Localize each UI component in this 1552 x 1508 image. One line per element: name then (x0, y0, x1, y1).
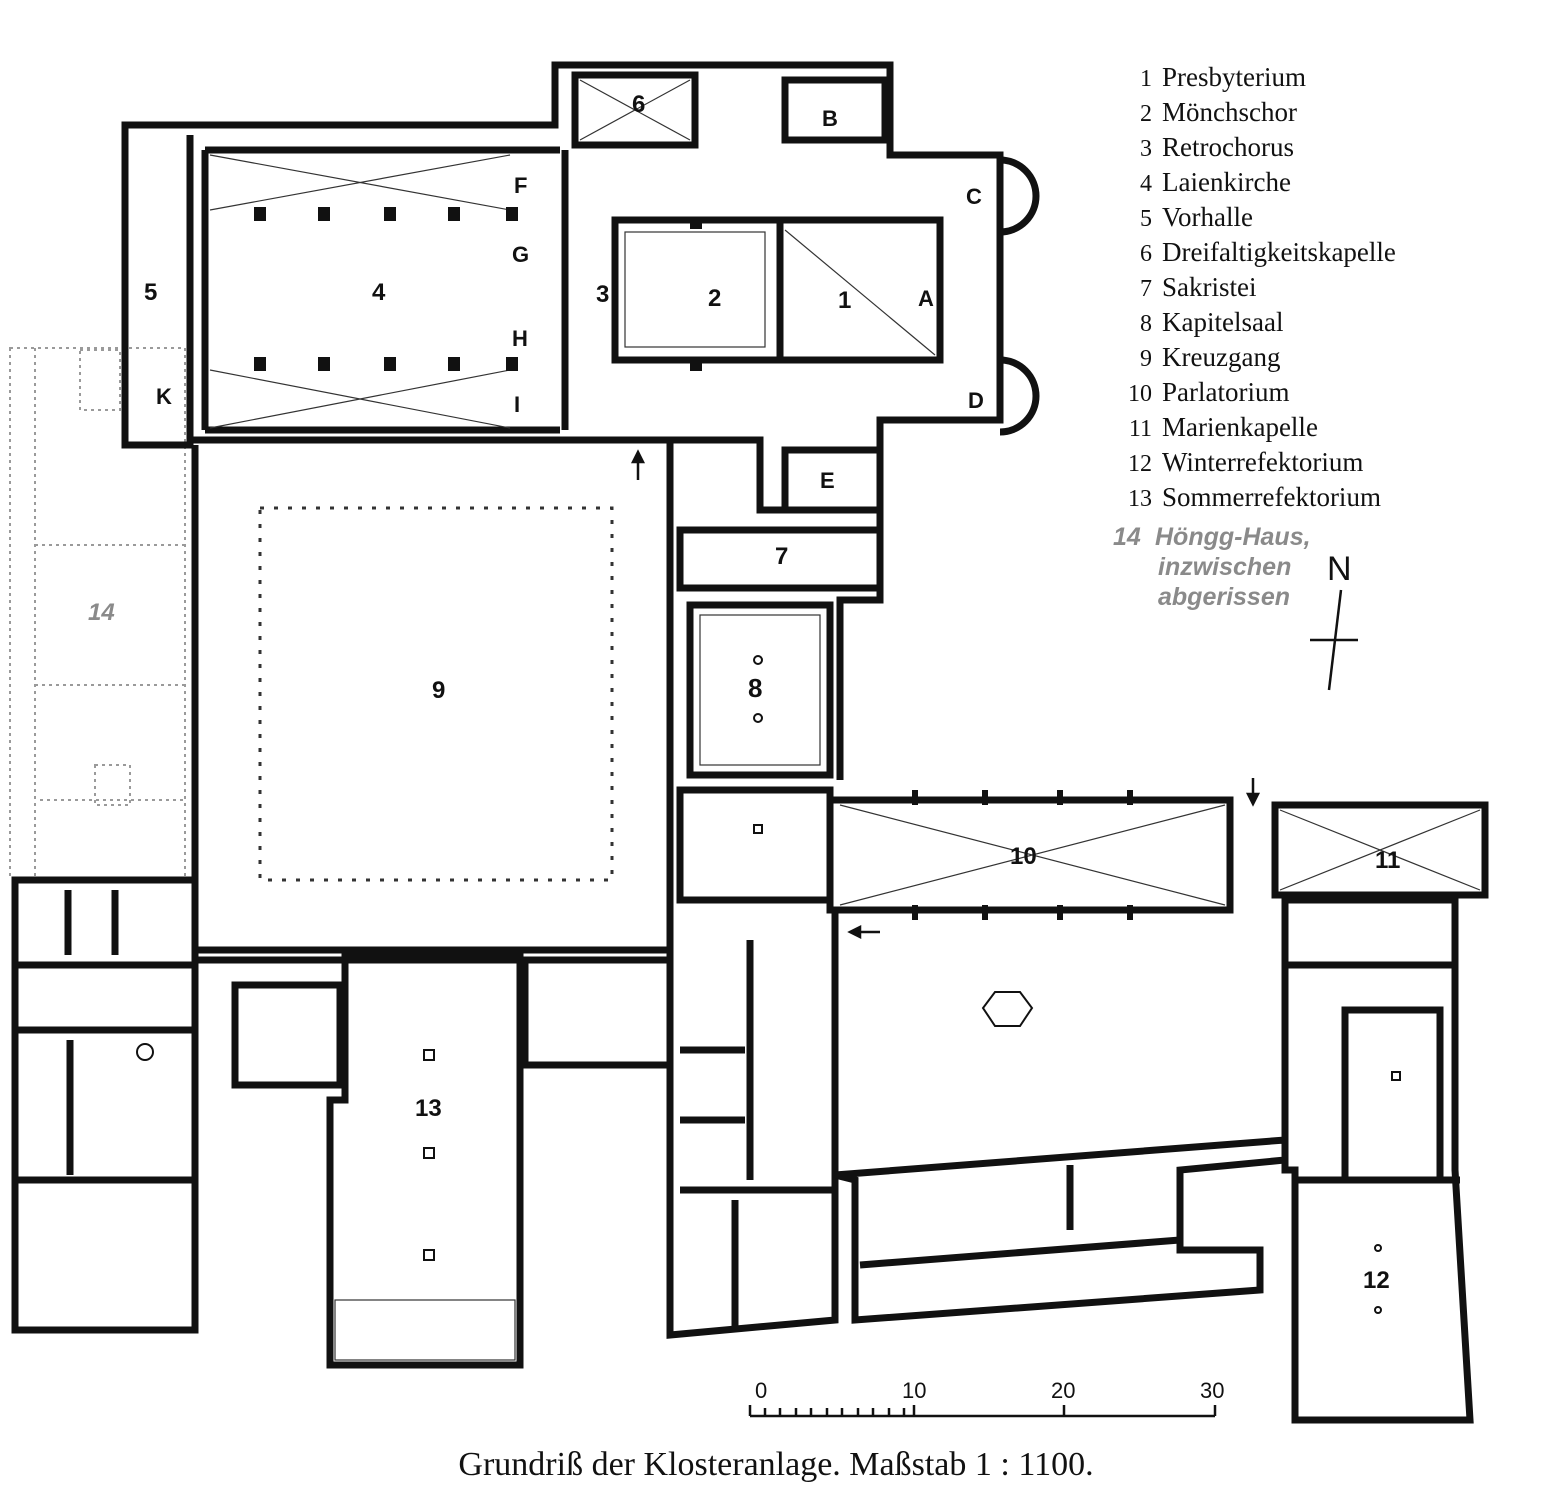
label-K: K (156, 384, 172, 409)
legend-name: Kapitelsaal (1162, 307, 1284, 337)
legend-name: Dreifaltigkeitskapelle (1162, 237, 1396, 267)
north-label: N (1327, 550, 1352, 588)
legend-num: 8 (1140, 311, 1152, 337)
walls (11, 61, 1489, 1424)
label-I: I (514, 392, 520, 417)
label-room-3: 3 (596, 281, 609, 308)
legend-hoengg-num: 14 (1113, 523, 1141, 551)
label-room-14: 14 (88, 599, 115, 626)
legend-num: 4 (1140, 171, 1152, 197)
label-room-6: 6 (632, 91, 645, 118)
nave-piers (254, 207, 702, 371)
legend-hoengg-line2: inzwischen (1158, 553, 1292, 581)
legend-name: Sakristei (1162, 272, 1257, 302)
legend-num: 3 (1140, 136, 1152, 162)
room-legend: 1 Presbyterium 2 Mönchschor 3 Retrochorus 4… (1108, 60, 1396, 515)
label-A: A (918, 286, 934, 311)
north-arrow-icon (1310, 589, 1358, 691)
legend-name: Kreuzgang (1162, 342, 1281, 372)
label-G: G (512, 242, 529, 267)
legend-row: 2 Mönchschor (1108, 95, 1396, 130)
label-room-13: 13 (415, 1095, 442, 1122)
legend-num: 7 (1140, 276, 1152, 302)
label-E: E (820, 468, 835, 493)
scale-tick-30: 30 (1200, 1378, 1224, 1403)
label-room-9: 9 (432, 677, 445, 704)
legend-row: 6 Dreifaltigkeitskapelle (1108, 235, 1396, 270)
label-C: C (966, 184, 982, 209)
legend-num: 2 (1140, 101, 1152, 127)
legend-num: 9 (1140, 346, 1152, 372)
legend-row: 5 Vorhalle (1108, 200, 1396, 235)
legend-name: Sommerrefektorium (1162, 482, 1381, 512)
legend-num: 6 (1140, 241, 1152, 267)
legend-hoengg-line1: Höngg-Haus, (1155, 523, 1311, 551)
legend-row: 13 Sommerrefektorium (1108, 480, 1396, 515)
label-room-11: 11 (1375, 847, 1400, 874)
legend-name: Marienkapelle (1162, 412, 1318, 442)
label-room-10: 10 (1010, 843, 1037, 870)
legend-row: 12 Winterrefektorium (1108, 445, 1396, 480)
legend-name: Presbyterium (1162, 62, 1306, 92)
legend-row: 8 Kapitelsaal (1108, 305, 1396, 340)
legend-name: Vorhalle (1162, 202, 1253, 232)
parlatorium-buttresses (912, 790, 1133, 920)
legend-row: 4 Laienkirche (1108, 165, 1396, 200)
label-H: H (512, 326, 528, 351)
label-room-4: 4 (372, 279, 386, 306)
label-room-2: 2 (708, 285, 721, 312)
legend-row: 9 Kreuzgang (1108, 340, 1396, 375)
label-F: F (514, 173, 527, 198)
legend-num: 5 (1140, 206, 1152, 232)
label-room-8: 8 (748, 673, 762, 703)
scale-bar (748, 1405, 1217, 1418)
label-room-1: 1 (838, 287, 851, 314)
vault-lines (209, 79, 1481, 1361)
scale-tick-20: 20 (1051, 1378, 1075, 1403)
legend-name: Parlatorium (1162, 377, 1290, 407)
label-room-5: 5 (144, 279, 157, 306)
legend-row: 1 Presbyterium (1108, 60, 1396, 95)
legend-hoengg-haus: 14 Höngg-Haus, inzwischen abgerissen (1113, 522, 1311, 612)
legend-name: Mönchschor (1162, 97, 1297, 127)
legend-row: 11 Marienkapelle (1108, 410, 1396, 445)
scale-tick-10: 10 (902, 1378, 926, 1403)
label-D: D (968, 388, 984, 413)
legend-hoengg-line3: abgerissen (1158, 583, 1291, 611)
legend-name: Laienkirche (1162, 167, 1291, 197)
legend-row: 10 Parlatorium (1108, 375, 1396, 410)
legend-name: Retrochorus (1162, 132, 1294, 162)
column-markers (136, 655, 1401, 1314)
legend-num: 11 (1128, 416, 1152, 442)
legend-num: 13 (1128, 486, 1152, 512)
legend-row: 3 Retrochorus (1108, 130, 1396, 165)
legend-row: 7 Sakristei (1108, 270, 1396, 305)
label-B: B (822, 106, 838, 131)
entrance-arrows (630, 449, 1261, 940)
legend-num: 10 (1128, 381, 1152, 407)
label-room-7: 7 (775, 543, 788, 570)
plan-caption: Grundriß der Klosteranlage. Maßstab 1 : … (458, 1446, 1094, 1483)
legend-num: 12 (1128, 451, 1152, 477)
label-room-12: 12 (1363, 1267, 1390, 1294)
legend-num: 1 (1140, 66, 1152, 92)
cloister-arcade (258, 506, 614, 882)
scale-tick-0: 0 (755, 1378, 767, 1403)
legend-name: Winterrefektorium (1162, 447, 1364, 477)
